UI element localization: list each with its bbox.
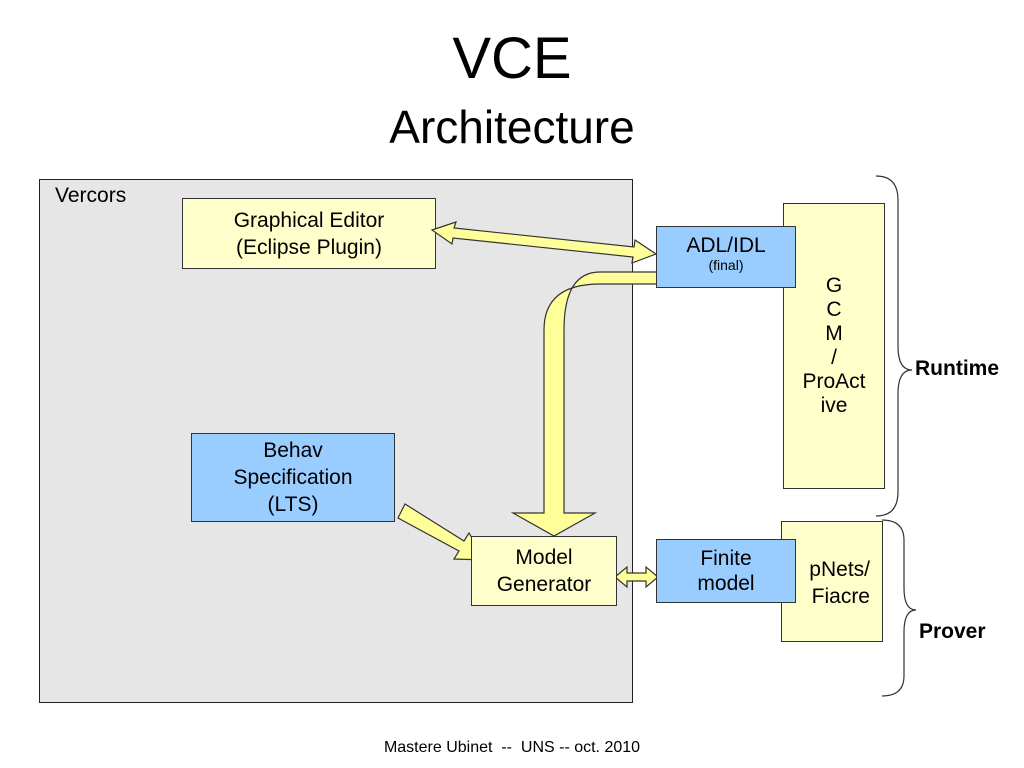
gcm-line: G — [825, 274, 843, 297]
adl-idl-sublabel: (final) — [708, 257, 744, 273]
prover-brace — [881, 519, 917, 697]
editor-adl-double-arrow — [430, 221, 658, 264]
behav-spec-box: Behav Specification (LTS) — [191, 433, 395, 522]
behav-line3: (LTS) — [267, 493, 319, 516]
runtime-label: Runtime — [915, 357, 999, 380]
model-finite-double-arrow — [614, 565, 659, 589]
gcm-line: M — [825, 322, 843, 345]
adl-idl-box: ADL/IDL (final) — [656, 226, 796, 288]
finite-model-line1: Finite — [700, 547, 752, 570]
model-generator-line2: Generator — [496, 573, 592, 596]
behav-line1: Behav — [263, 439, 323, 462]
graphical-editor-line2: (Eclipse Plugin) — [236, 235, 382, 259]
graphical-editor-line1: Graphical Editor — [233, 208, 385, 232]
finite-model-box: Finite model — [656, 539, 796, 603]
graphical-editor-box: Graphical Editor (Eclipse Plugin) — [182, 198, 436, 269]
pnets-line: pNets/ — [809, 558, 870, 581]
prover-label: Prover — [919, 620, 986, 643]
adl-to-model-arrow — [510, 271, 658, 537]
slide-title: VCE — [452, 26, 572, 91]
behav-line2: Specification — [233, 466, 353, 489]
gcm-line: / — [831, 346, 837, 369]
footer-text: Mastere Ubinet -- UNS -- oct. 2010 — [383, 739, 641, 756]
gcm-line: ProAct — [802, 370, 866, 393]
gcm-line: ive — [820, 394, 848, 417]
runtime-brace — [875, 175, 913, 517]
model-generator-line1: Model — [515, 546, 573, 569]
gcm-proactive-box: G C M / ProAct ive — [783, 203, 885, 489]
slide-subtitle: Architecture — [389, 101, 635, 153]
finite-model-line2: model — [697, 572, 755, 595]
vercors-label: Vercors — [55, 184, 127, 207]
fiacre-line: Fiacre — [811, 585, 870, 608]
gcm-line: C — [826, 298, 842, 321]
pnets-fiacre-box: pNets/ Fiacre — [781, 521, 883, 642]
model-generator-box: Model Generator — [471, 536, 617, 606]
adl-idl-label: ADL/IDL — [686, 234, 766, 257]
